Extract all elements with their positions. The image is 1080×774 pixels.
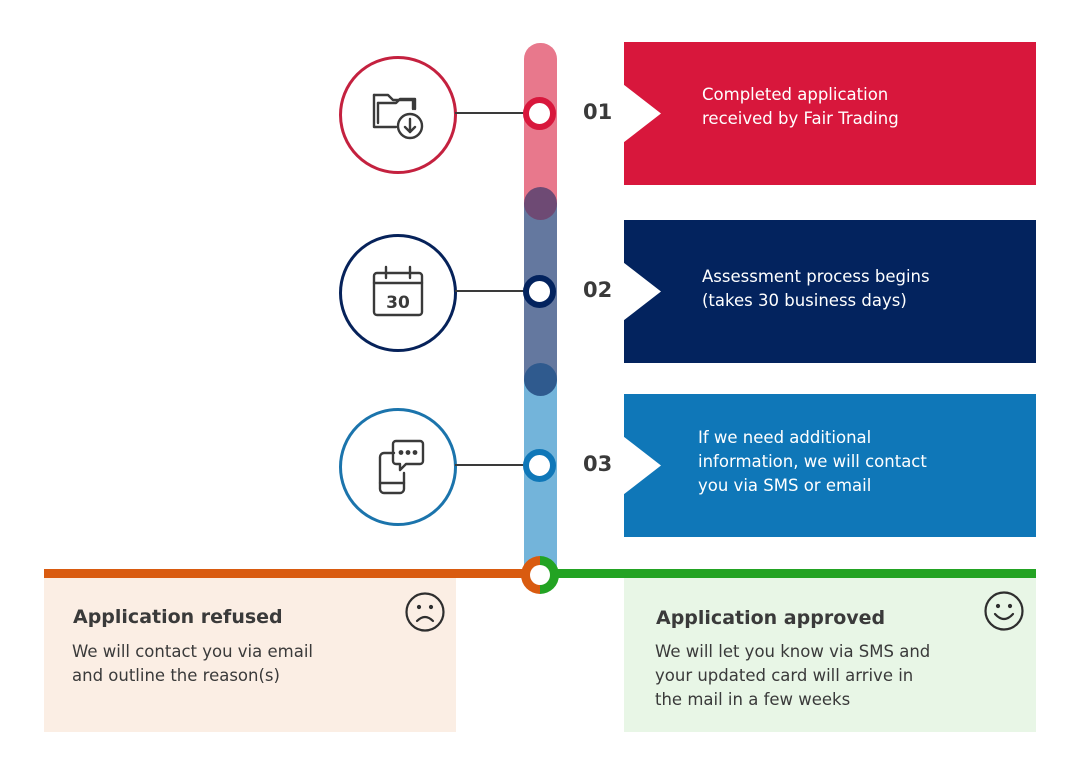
timeline-track-joint-2 (524, 363, 557, 396)
step-1-connector (455, 112, 525, 114)
smile-face-icon (984, 591, 1024, 631)
step-1-text: Completed application received by Fair T… (702, 85, 899, 128)
step-1-icon-circle (339, 56, 457, 174)
step-3-panel: If we need additional information, we wi… (624, 394, 1036, 537)
refused-branch-line (44, 569, 534, 578)
sad-face-icon (405, 592, 445, 632)
step-1-panel: Completed application received by Fair T… (624, 42, 1036, 185)
step-2-text: Assessment process begins (takes 30 busi… (702, 267, 930, 310)
step-3-number: 03 (583, 452, 613, 476)
approved-title: Application approved (656, 607, 886, 629)
step-3-icon-circle (339, 408, 457, 526)
step-3-connector (455, 464, 525, 466)
step-2-panel: Assessment process begins (takes 30 busi… (624, 220, 1036, 363)
approved-description: We will let you know via SMS and your up… (655, 642, 931, 709)
folder-download-icon (372, 93, 424, 140)
step-3-text: If we need additional information, we wi… (698, 428, 927, 495)
step-3-node (523, 449, 556, 482)
approved-branch-line (546, 569, 1036, 578)
step-2-node (523, 275, 556, 308)
refused-title: Application refused (73, 606, 283, 628)
phone-chat-icon (378, 439, 425, 495)
calendar-day-label: 30 (386, 293, 410, 313)
step-1-number: 01 (583, 100, 613, 124)
step-2-icon-circle: 30 (339, 234, 457, 352)
timeline-track-joint-1 (524, 187, 557, 220)
branch-split-node (521, 556, 559, 594)
step-2-connector (455, 290, 525, 292)
calendar-icon: 30 (372, 265, 424, 317)
refused-outcome-box: Application refused We will contact you … (44, 578, 456, 732)
step-1-node (523, 97, 556, 130)
refused-description: We will contact you via email and outlin… (72, 642, 313, 685)
step-2-number: 02 (583, 278, 613, 302)
approved-outcome-box: Application approved We will let you kno… (624, 578, 1036, 732)
